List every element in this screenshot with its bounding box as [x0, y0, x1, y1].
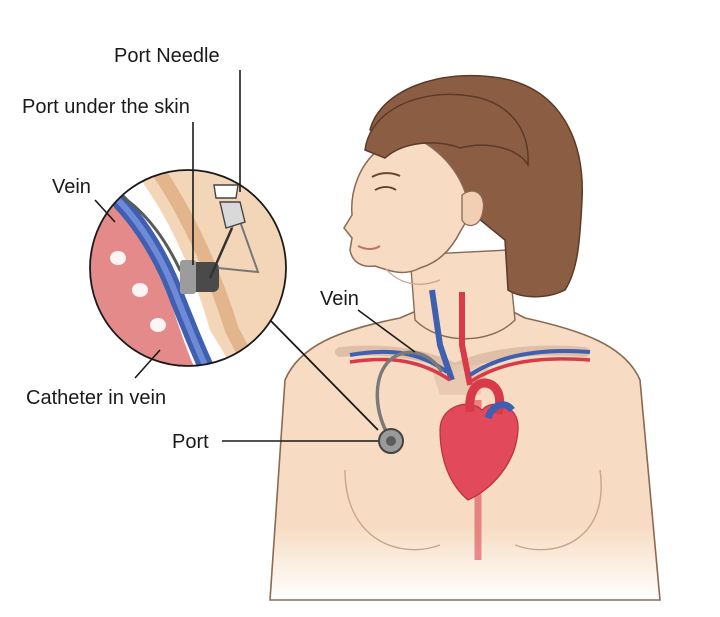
neck-artery	[459, 292, 473, 386]
inset-catheter	[119, 193, 194, 284]
label-vein-inset: Vein	[52, 176, 91, 198]
inset-vein-inner	[93, 177, 215, 366]
subclavian-right-artery	[469, 357, 591, 384]
inset-pointer-line	[269, 319, 379, 431]
inset-circle-outline	[89, 169, 287, 367]
catheter	[375, 350, 444, 439]
inset-syringe	[213, 184, 239, 199]
inset-fat-2	[132, 283, 148, 297]
inset-port-top	[180, 260, 196, 294]
breast-left	[344, 469, 441, 551]
leader-catheter	[134, 349, 161, 379]
inset-fat-3	[150, 318, 166, 332]
breast-right	[514, 469, 602, 551]
inset-needle	[208, 227, 234, 279]
label-catheter-in-vein: Catheter in vein	[26, 387, 166, 409]
pulmonary-vessel	[484, 401, 515, 420]
inset-skin-layer	[144, 170, 265, 366]
mouth	[357, 245, 381, 250]
port-septum	[386, 436, 396, 446]
ear	[461, 190, 485, 227]
label-port: Port	[172, 431, 209, 453]
inset-needle-hub	[219, 201, 246, 229]
hair-front	[364, 93, 529, 168]
leader-vein-inset	[94, 199, 116, 223]
inset-fat-1	[110, 251, 126, 265]
inset-magnifier	[90, 170, 286, 366]
label-port-under-skin: Port under the skin	[22, 96, 190, 118]
subclavian-right	[468, 348, 591, 377]
neck-vein-left	[429, 289, 455, 381]
eyebrow	[371, 172, 401, 178]
leader-vein-neck	[357, 309, 416, 353]
subclavian-left-artery	[349, 357, 451, 382]
label-vein-neck: Vein	[320, 288, 359, 310]
eye	[374, 186, 397, 191]
jaw-line	[384, 267, 441, 285]
label-port-needle: Port Needle	[114, 45, 220, 67]
